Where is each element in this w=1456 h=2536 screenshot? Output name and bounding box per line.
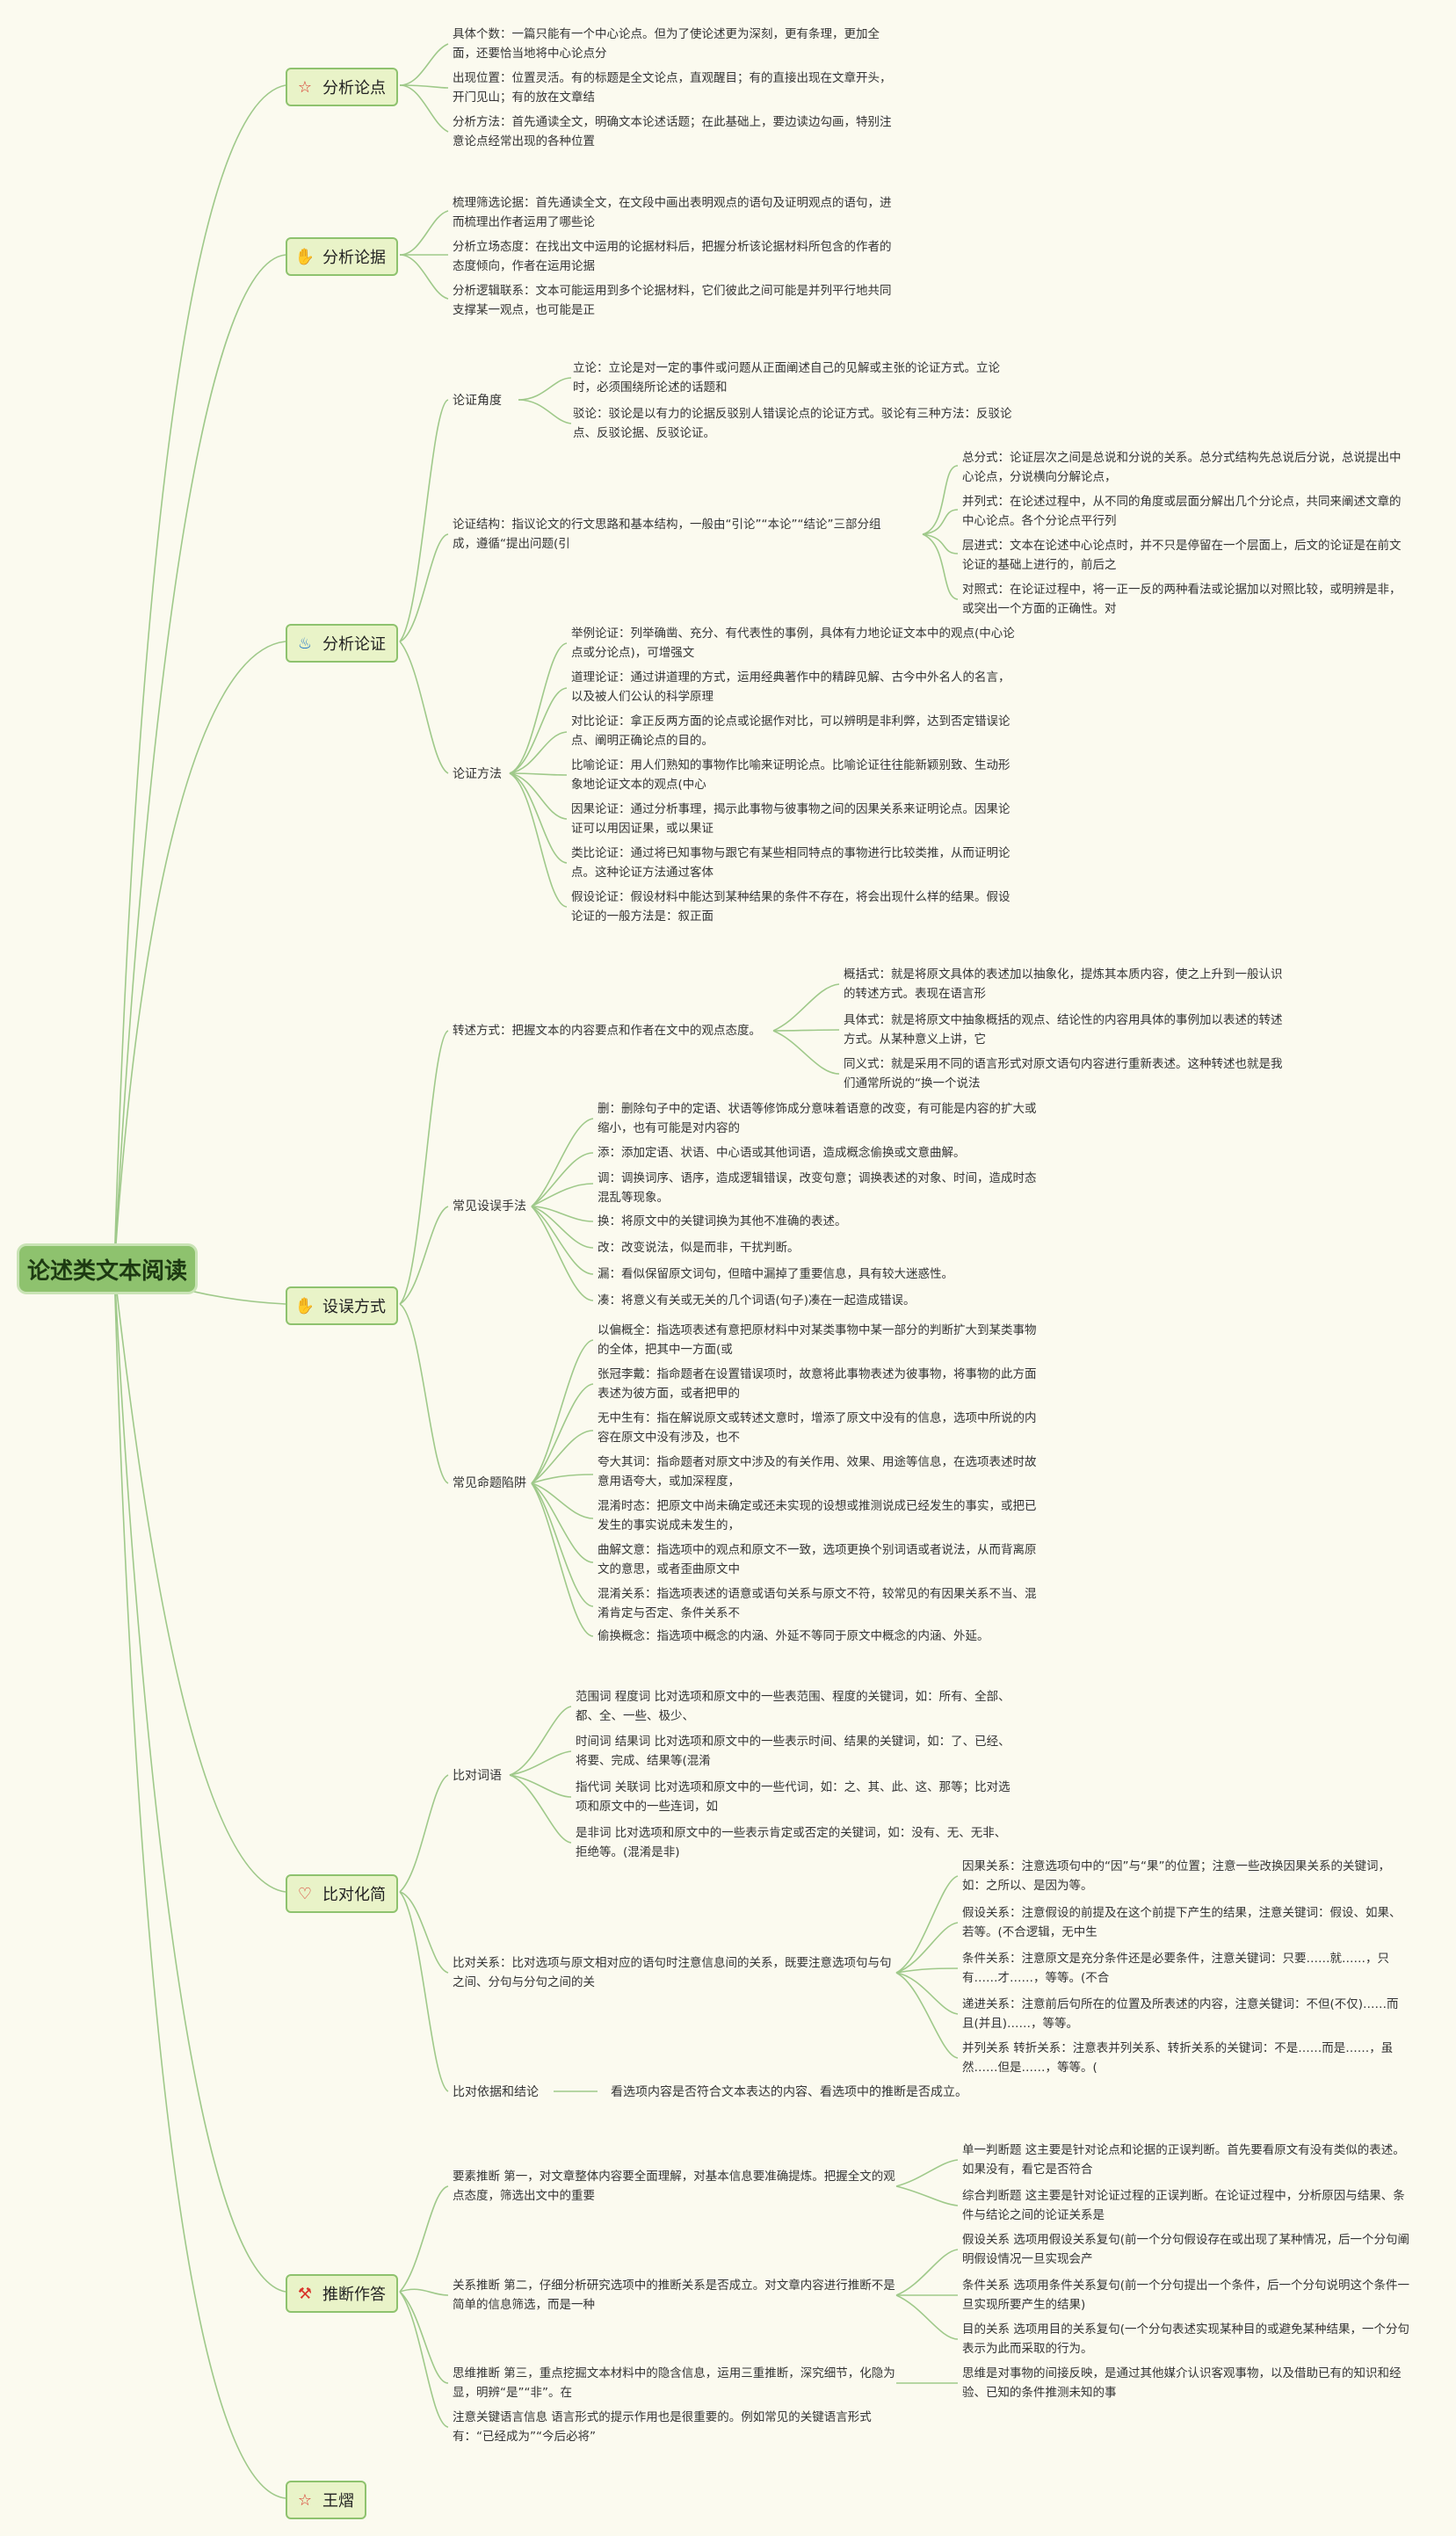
leaf-guanxi-1: 因果关系：注意选项句中的“因”与“果”的位置；注意一些改换因果关系的关键词，如：…	[962, 1859, 1390, 1893]
leaf-mingti-8: 偷换概念：指选项中概念的内涵、外延不等同于原文中概念的内涵、外延。	[598, 1629, 989, 1643]
branch-label: 分析论证	[322, 635, 386, 654]
star-icon: ☆	[297, 77, 313, 97]
leaf-shewu-5: 改：改变说法，似是而非，干扰判断。	[598, 1241, 800, 1255]
leaf-lunju-2: 分析立场态度：在找出文中运用的论据材料后，把握分析该论据材料所包含的作者的态度倾…	[453, 240, 892, 273]
sub-bidui-yiju: 比对依据和结论	[453, 2085, 539, 2099]
leaf-zhuanshu-1: 概括式：就是将原文具体的表述加以抽象化，提炼其本质内容，使之上升到一般认识的转述…	[844, 967, 1283, 1001]
leaf-fangfa-2: 道理论证：通过讲道理的方式，运用经典著作中的精辟见解、古今中外名人的名言，以及被…	[571, 670, 1011, 704]
branch-fenxi-lundian[interactable]: ☆ 分析论点	[286, 68, 398, 106]
leaf-lundian-3: 分析方法：首先通读全文，明确文本论述话题；在此基础上，要边读边勾画，特别注意论点…	[453, 115, 892, 149]
heart-icon: ♡	[297, 1884, 313, 1903]
leaf-shewu-1: 删：删除句子中的定语、状语等修饰成分意味着语意的改变，有可能是内容的扩大或缩小，…	[598, 1102, 1037, 1135]
leaf-fangfa-3: 对比论证：拿正反两方面的论点或论据作对比，可以辨明是非利弊，达到否定错误论点、阐…	[571, 714, 1011, 748]
sub-bidui-yiju-detail: 看选项内容是否符合文本表达的内容、看选项中的推断是否成立。	[611, 2085, 967, 2099]
leaf-fangfa-6: 类比论证：通过将已知事物与跟它有某些相同特点的事物进行比较类推，从而证明论点。这…	[571, 846, 1011, 880]
leaf-tuiduan-a1: 单一判断题 这主要是针对论点和论据的正误判断。首先要看原文有没有类似的表述。如果…	[962, 2143, 1405, 2177]
leaf-mingti-3: 无中生有：指在解说原文或转述文意时，增添了原文中没有的信息，选项中所说的内容在原…	[598, 1411, 1037, 1445]
root-node[interactable]: 论述类文本阅读	[19, 1246, 195, 1292]
branch-label: 分析论点	[322, 79, 386, 98]
sub-changjian-mingti: 常见命题陷阱	[453, 1476, 526, 1490]
leaf-tuiduan-c1: 思维是对事物的间接反映，是通过其他媒介认识客观事物，以及借助已有的知识和经验、已…	[962, 2366, 1402, 2400]
leaf-lunju-3: 分析逻辑联系：文本可能运用到多个论据材料，它们彼此之间可能是并列平行地共同支撑某…	[453, 284, 892, 317]
leaf-guanxi-3: 条件关系：注意原文是充分条件还是必要条件，注意关键词：只要……就……，只有……才…	[962, 1952, 1389, 1985]
star-icon: ☆	[297, 2490, 313, 2510]
branch-wangyi[interactable]: ☆ 王熠	[286, 2481, 366, 2519]
hands-icon: ✋	[294, 1296, 315, 1315]
branch-bidui-huajian[interactable]: ♡ 比对化简	[286, 1874, 398, 1913]
leaf-ci-4: 是非词 比对选项和原文中的一些表示肯定或否定的关键词，如：没有、无、无非、拒绝等…	[576, 1826, 1007, 1859]
tool-icon: ⚒	[297, 2284, 313, 2303]
sub-bidui-guanxi: 比对关系：比对选项与原文相对应的语句时注意信息间的关系，既要注意选项句与句之间、…	[453, 1956, 892, 1989]
leaf-lundian-1: 具体个数：一篇只能有一个中心论点。但为了使论述更为深刻，更有条理，更加全面，还要…	[453, 27, 880, 61]
leaf-jiegou-3: 层进式：文本在论述中心论点时，并不只是停留在一个层面上，后文的论证是在前文论证的…	[962, 539, 1402, 572]
branch-fenxi-lunzheng[interactable]: ♨ 分析论证	[286, 624, 398, 663]
sub-changjian-shewu: 常见设误手法	[453, 1199, 526, 1214]
branch-label: 比对化简	[322, 1886, 386, 1904]
fire-icon: ♨	[297, 634, 313, 653]
leaf-guanxi-4: 递进关系：注意前后句所在的位置及所表述的内容，注意关键词：不但(不仅)……而且(…	[962, 1997, 1399, 2031]
branch-label: 推断作答	[322, 2286, 386, 2304]
leaf-zhuanshu-2: 具体式：就是将原文中抽象概括的观点、结论性的内容用具体的事例加以表述的转述方式。…	[844, 1013, 1283, 1047]
leaf-guanxi-5: 并列关系 转折关系：注意表并列关系、转折关系的关键词：不是……而是……，虽然………	[962, 2041, 1394, 2075]
leaf-tuiduan-b2: 条件关系 选项用条件关系复句(前一个分句提出一个条件，后一个分句说明这个条件一旦…	[962, 2279, 1410, 2312]
sub-lunzheng-jiegou: 论证结构：指议论文的行文思路和基本结构，一般由“引论”“本论”“结论”三部分组成…	[453, 518, 881, 551]
leaf-lundian-2: 出现位置：位置灵活。有的标题是全文论点，直观醒目；有的直接出现在文章开头，开门见…	[453, 71, 892, 105]
leaf-tuiduan-b3: 目的关系 选项用目的关系复句(一个分句表述实现某种目的或避免某种结果，一个分句表…	[962, 2322, 1410, 2356]
leaf-tuiduan-b1: 假设关系 选项用假设关系复句(前一个分句假设存在或出现了某种情况，后一个分句阐明…	[962, 2233, 1410, 2266]
leaf-shewu-3: 调：调换词序、语序，造成逻辑错误，改变句意；调换表述的对象、时间，造成时态混乱等…	[598, 1171, 1037, 1205]
sub-zhuanshu: 转述方式：把握文本的内容要点和作者在文中的观点态度。	[453, 1024, 761, 1038]
branch-label: 王熠	[322, 2492, 354, 2511]
leaf-fangfa-4: 比喻论证：用人们熟知的事物作比喻来证明论点。比喻论证往往能新颖别致、生动形象地论…	[571, 758, 1011, 792]
leaf-lunju-1: 梳理筛选论据：首先通读全文，在文段中画出表明观点的语句及证明观点的语句，进而梳理…	[453, 196, 892, 229]
leaf-ci-3: 指代词 关联词 比对选项和原文中的一些代词，如：之、其、此、这、那等；比对选项和…	[576, 1780, 1011, 1814]
sub-tuiduan-3: 思维推断 第三，重点挖掘文本材料中的隐含信息，运用三重推断，深究细节，化隐为显，…	[453, 2366, 895, 2400]
leaf-mingti-2: 张冠李戴：指命题者在设置错误项时，故意将此事物表述为彼事物，将事物的此方面表述为…	[598, 1367, 1037, 1401]
leaf-jiaodu-1: 立论：立论是对一定的事件或问题从正面阐述自己的见解或主张的论证方式。立论时，必须…	[573, 361, 1000, 395]
leaf-shewu-2: 添：添加定语、状语、中心语或其他词语，造成概念偷换或文意曲解。	[598, 1146, 966, 1160]
leaf-shewu-4: 换：将原文中的关键词换为其他不准确的表述。	[598, 1214, 847, 1228]
leaf-ci-1: 范围词 程度词 比对选项和原文中的一些表范围、程度的关键词，如：所有、全部、都、…	[576, 1690, 1011, 1723]
leaf-mingti-5: 混淆时态：把原文中尚未确定或还未实现的设想或推测说成已经发生的事实，或把已发生的…	[598, 1499, 1037, 1532]
branch-fenxi-lunju[interactable]: ✋ 分析论据	[286, 237, 398, 276]
leaf-shewu-7: 凑：将意义有关或无关的几个词语(句子)凑在一起造成错误。	[598, 1293, 916, 1308]
leaf-jiegou-2: 并列式：在论述过程中，从不同的角度或层面分解出几个分论点，共同来阐述文章的中心论…	[962, 495, 1402, 528]
hands-icon: ✋	[294, 247, 315, 266]
branch-shewu-fangshi[interactable]: ✋ 设误方式	[286, 1286, 398, 1325]
branch-label: 设误方式	[322, 1298, 386, 1316]
branch-tuiduan-zuoda[interactable]: ⚒ 推断作答	[286, 2274, 398, 2313]
sub-tuiduan-1: 要素推断 第一，对文章整体内容要全面理解，对基本信息要准确提炼。把握全文的观点态…	[453, 2170, 895, 2203]
leaf-jiegou-1: 总分式：论证层次之间是总说和分说的关系。总分式结构先总说后分说，总说提出中心论点…	[962, 451, 1402, 484]
leaf-mingti-7: 混淆关系：指选项表述的语意或语句关系与原文不符，较常见的有因果关系不当、混淆肯定…	[598, 1587, 1037, 1620]
branch-label: 分析论据	[322, 249, 386, 267]
sub-tuiduan-2: 关系推断 第二，仔细分析研究选项中的推断关系是否成立。对文章内容进行推断不是简单…	[453, 2279, 895, 2312]
leaf-guanxi-2: 假设关系：注意假设的前提及在这个前提下产生的结果，注意关键词：假设、如果、若等。…	[962, 1906, 1402, 1939]
leaf-tuiduan-a2: 综合判断题 这主要是针对论证过程的正误判断。在论证过程中，分析原因与结果、条件与…	[962, 2189, 1405, 2222]
leaf-mingti-4: 夸大其词：指命题者对原文中涉及的有关作用、效果、用途等信息，在选项表述时故意用语…	[598, 1455, 1037, 1489]
leaf-fangfa-1: 举例论证：列举确凿、充分、有代表性的事例，具体有力地论证文本中的观点(中心论点或…	[571, 627, 1015, 660]
leaf-mingti-1: 以偏概全：指选项表述有意把原材料中对某类事物中某一部分的判断扩大到某类事物的全体…	[598, 1323, 1037, 1357]
leaf-mingti-6: 曲解文意：指选项中的观点和原文不一致，选项更换个别词语或者说法，从而背离原文的意…	[598, 1543, 1037, 1576]
leaf-ci-2: 时间词 结果词 比对选项和原文中的一些表示时间、结果的关键词，如：了、已经、将要…	[576, 1735, 1011, 1768]
sub-tuiduan-4: 注意关键语言信息 语言形式的提示作用也是很重要的。例如常见的关键语言形式有：“已…	[453, 2410, 872, 2444]
leaf-fangfa-5: 因果论证：通过分析事理，揭示此事物与彼事物之间的因果关系来证明论点。因果论证可以…	[571, 802, 1011, 836]
leaf-fangfa-7: 假设论证：假设材料中能达到某种结果的条件不存在，将会出现什么样的结果。假设论证的…	[571, 890, 1011, 924]
leaf-jiaodu-2: 驳论：驳论是以有力的论据反驳别人错误论点的论证方式。驳论有三种方法：反驳论点、反…	[573, 407, 1012, 440]
leaf-zhuanshu-3: 同义式：就是采用不同的语言形式对原文语句内容进行重新表述。这种转述也就是我们通常…	[844, 1057, 1283, 1090]
sub-bidui-ci: 比对词语	[453, 1769, 502, 1783]
leaf-jiegou-4: 对照式：在论证过程中，将一正一反的两种看法或论据加以对照比较，或明辨是非，或突出…	[962, 583, 1402, 616]
sub-lunzheng-jiaodu: 论证角度	[453, 394, 502, 408]
sub-lunzheng-fangfa: 论证方法	[453, 767, 502, 781]
leaf-shewu-6: 漏：看似保留原文词句，但暗中漏掉了重要信息，具有较大迷惑性。	[598, 1267, 953, 1281]
